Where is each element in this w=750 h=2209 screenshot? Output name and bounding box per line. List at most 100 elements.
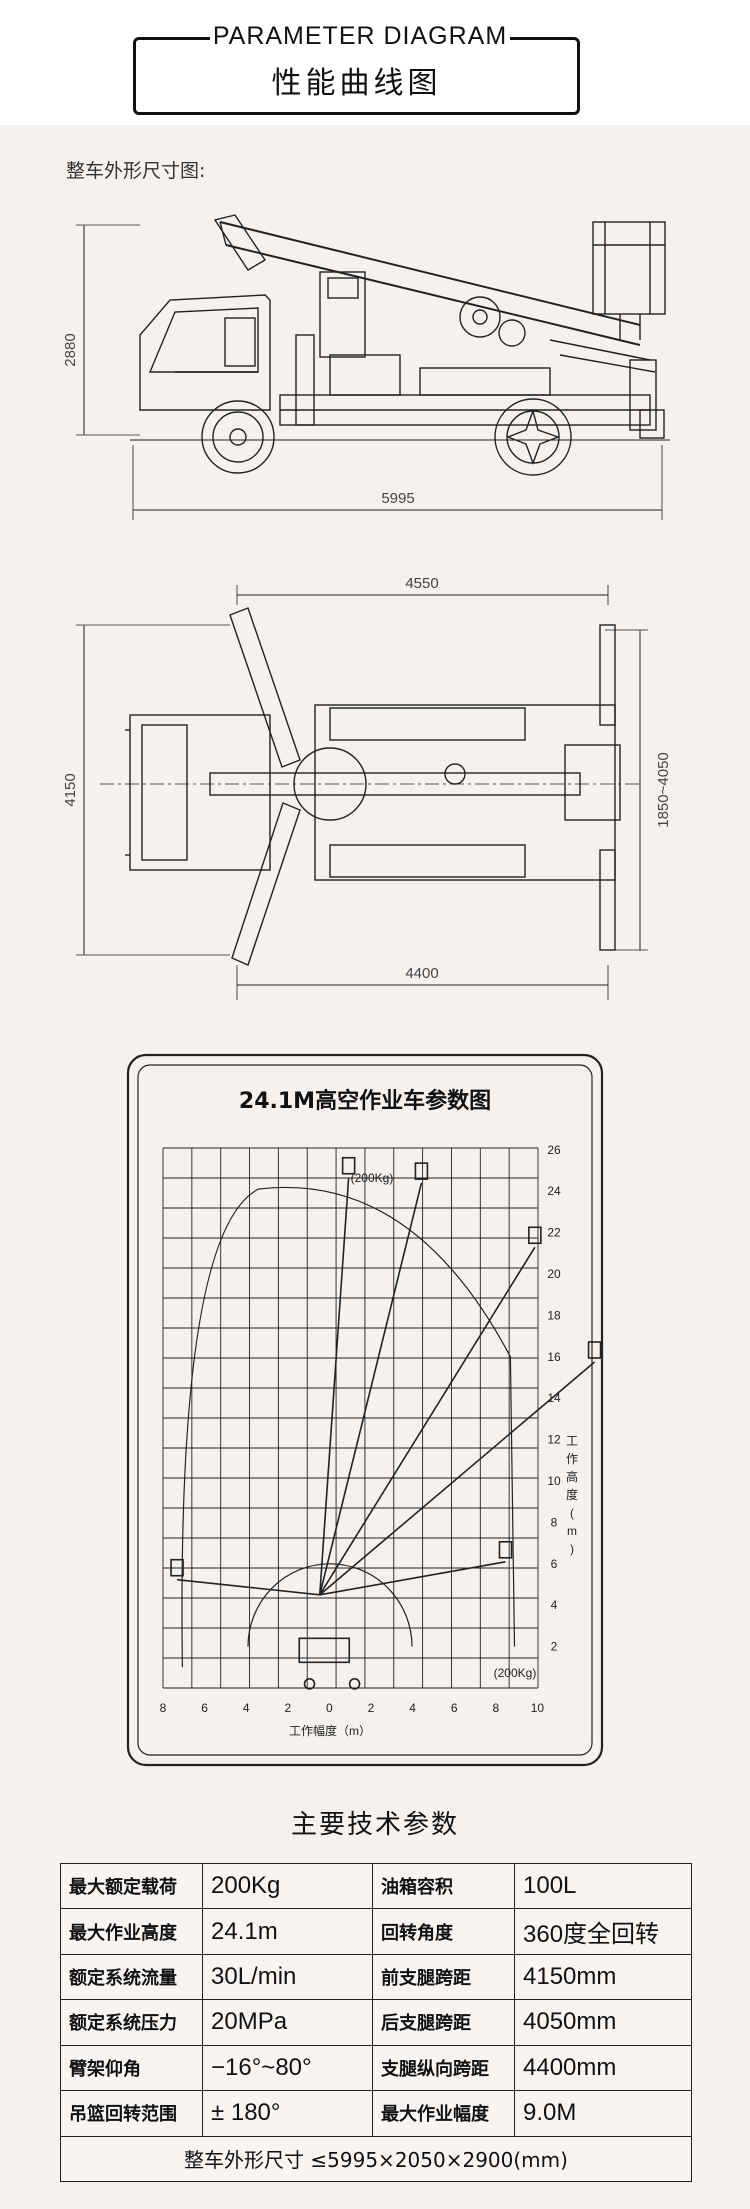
- turret-arc: [247, 1563, 413, 1647]
- top-bottom-dim: 4400: [405, 965, 438, 982]
- spec-value: 20MPa: [202, 1999, 373, 2046]
- title-chinese: 性能曲线图: [271, 66, 442, 101]
- chart-y-tick: 22: [547, 1226, 561, 1240]
- chart-x-tick: 2: [368, 1701, 375, 1715]
- spec-value: 4400mm: [514, 2044, 692, 2092]
- side-view-drawing: [76, 214, 670, 520]
- boom-line: [319, 1246, 536, 1596]
- chart-title: 24.1M高空作业车参数图: [239, 1088, 491, 1114]
- spec-key: 吊篮回转范围: [60, 2090, 203, 2137]
- chart-y-tick: 20: [547, 1267, 561, 1281]
- chart-y-tick: 24: [547, 1184, 561, 1198]
- chart-y-tick: 26: [547, 1143, 561, 1157]
- chart-y-tick: 18: [547, 1308, 561, 1322]
- top-view-drawing: [76, 585, 648, 1000]
- chart-ylabel-char: 高: [566, 1469, 578, 1484]
- chart-ylabel-char: m: [567, 1524, 577, 1538]
- chart-y-tick: 10: [547, 1474, 561, 1488]
- specs-title: 主要技术参数: [290, 1810, 459, 1840]
- chart-ylabel-char: 度: [566, 1487, 578, 1502]
- chart-x-tick: 4: [243, 1701, 250, 1715]
- chart-x-tick: 10: [531, 1701, 545, 1715]
- specs-overall: 整车外形尺寸 ≤5995×2050×2900(mm): [60, 2135, 692, 2183]
- spec-value: ± 180°: [202, 2090, 373, 2137]
- spec-key: 最大作业幅度: [372, 2090, 515, 2137]
- chart-ylabel-char: ): [570, 1542, 574, 1556]
- truck-wheel: [303, 1678, 316, 1690]
- chart-y-tick: 4: [551, 1598, 558, 1612]
- specs-overall-row: 整车外形尺寸 ≤5995×2050×2900(mm): [60, 2135, 692, 2183]
- spec-value: 24.1m: [202, 1908, 373, 1955]
- spec-key: 后支腿跨距: [372, 1999, 515, 2046]
- chart-y-tick: 12: [547, 1433, 561, 1447]
- chart-boom-positions: [170, 1156, 602, 1690]
- chart-y-tick: 6: [551, 1557, 558, 1571]
- top-width-dim: 4550: [405, 575, 438, 592]
- bucket-mark: [528, 1226, 542, 1245]
- chart-envelope: [181, 1186, 516, 1668]
- spec-value: −16°~80°: [202, 2044, 373, 2092]
- chart-y-tick: 16: [547, 1350, 561, 1364]
- spec-key: 最大作业高度: [60, 1908, 203, 1955]
- drawings-svg: 2880 5995 4550 4150 1850~4050 4400 24.1M…: [62, 214, 672, 1767]
- chart-x-tick: 6: [201, 1701, 208, 1715]
- chart-x-tick: 8: [492, 1701, 499, 1715]
- spec-value: 200Kg: [202, 1862, 373, 1910]
- outline-section-label: 整车外形尺寸图:: [66, 160, 206, 182]
- bucket-mark: [414, 1162, 429, 1180]
- spec-key: 额定系统流量: [60, 1953, 203, 2001]
- bucket-mark: [341, 1156, 356, 1175]
- side-height-dim: 2880: [62, 333, 79, 366]
- spec-value: 4150mm: [514, 1953, 692, 2001]
- spec-key: 前支腿跨距: [372, 1953, 515, 2001]
- spec-key: 最大额定载荷: [60, 1862, 203, 1910]
- top-left-dim: 4150: [62, 773, 79, 806]
- chart-y-tick: 14: [547, 1391, 561, 1405]
- title-english: PARAMETER DIAGRAM: [210, 20, 510, 52]
- bucket-mark: [498, 1540, 513, 1559]
- truck-wheel: [348, 1678, 361, 1690]
- bucket-mark: [170, 1558, 184, 1577]
- chart-x-tick: 0: [326, 1701, 333, 1715]
- spec-key: 回转角度: [372, 1908, 515, 1955]
- spec-value: 360度全回转: [514, 1908, 692, 1955]
- chart-x-tick: 2: [284, 1701, 291, 1715]
- boom-line: [319, 1361, 596, 1596]
- side-length-dim: 5995: [381, 490, 414, 507]
- chart-frame: [126, 1053, 604, 1767]
- top-right-dim: 1850~4050: [655, 752, 672, 828]
- spec-key: 油箱容积: [372, 1862, 515, 1910]
- chart-x-tick: 8: [160, 1701, 167, 1715]
- chart-ylabel-char: 作: [566, 1452, 578, 1466]
- bucket-mark: [587, 1341, 602, 1359]
- boom-line: [319, 1560, 506, 1596]
- envelope-left: [181, 1188, 259, 1668]
- chart-y-tick: 2: [551, 1640, 558, 1654]
- spec-key: 臂架仰角: [60, 2044, 203, 2092]
- spec-key: 额定系统压力: [60, 1999, 203, 2046]
- chart-x-tick: 4: [409, 1701, 416, 1715]
- envelope-right: [258, 1186, 516, 1647]
- chart-y-tick: 8: [551, 1515, 558, 1529]
- spec-value: 9.0M: [514, 2090, 692, 2137]
- boom-line: [176, 1578, 320, 1596]
- chart-ylabel-char: 工: [566, 1434, 578, 1448]
- chart-grid: [162, 1147, 539, 1689]
- spec-value: 30L/min: [202, 1953, 373, 2001]
- boom-line: [318, 1177, 350, 1595]
- spec-key: 支腿纵向跨距: [372, 2044, 515, 2092]
- chart-load-label-right: (200Kg): [494, 1666, 537, 1680]
- truck-base: [298, 1637, 351, 1664]
- spec-value: 100L: [514, 1862, 692, 1910]
- chart-ylabel-char: (: [570, 1506, 574, 1520]
- spec-value: 4050mm: [514, 1999, 692, 2046]
- chart-x-tick: 6: [451, 1701, 458, 1715]
